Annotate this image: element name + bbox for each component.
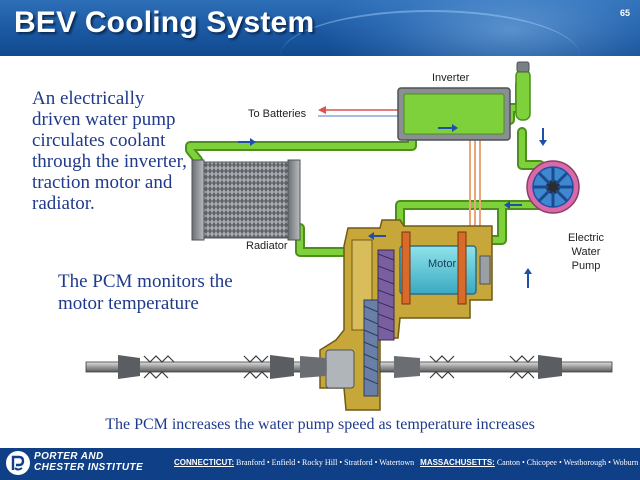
to-batteries-label: To Batteries xyxy=(248,108,307,120)
institute-logo-icon xyxy=(6,451,30,475)
slide-number: 65 xyxy=(619,8,630,18)
flow-arrow-pump-out xyxy=(504,201,522,209)
pcm-speed-text: The PCM increases the water pump speed a… xyxy=(105,416,535,433)
motor-label: Motor xyxy=(428,258,457,270)
inverter-label: Inverter xyxy=(432,72,470,84)
institute-name-line2: CHESTER INSTITUTE xyxy=(34,462,144,473)
campus-locations: CONNECTICUT: Branford • Enfield • Rocky … xyxy=(174,458,638,467)
flow-arrows xyxy=(238,124,547,288)
flow-arrow-motor-up xyxy=(524,268,532,288)
drive-shafts xyxy=(85,355,613,379)
radiator-label: Radiator xyxy=(246,240,288,252)
institute-name: PORTER AND CHESTER INSTITUTE xyxy=(34,451,164,473)
inverter-motor-cables xyxy=(469,140,481,226)
cooling-system-diagram xyxy=(85,61,613,411)
expansion-tank xyxy=(515,61,531,121)
flow-arrow-top-pipe xyxy=(238,138,256,146)
description-text: An electrically driven water pump circul… xyxy=(32,88,187,214)
footer-bar: PORTER AND CHESTER INSTITUTE CONNECTICUT… xyxy=(0,448,640,480)
ct-label: CONNECTICUT: xyxy=(174,458,234,467)
flow-arrow-tank-down xyxy=(539,128,547,146)
ma-locations: Canton • Chicopee • Westborough • Woburn xyxy=(496,458,639,467)
ct-locations: Branford • Enfield • Rocky Hill • Stratf… xyxy=(236,458,415,467)
title-bar: BEV Cooling System 65 xyxy=(0,0,640,56)
to-batteries-lines xyxy=(318,106,398,117)
electric-water-pump-label: Electric Water Pump xyxy=(567,232,605,272)
gear-set xyxy=(325,249,395,397)
flow-arrow-inverter xyxy=(438,124,458,132)
slide-title: BEV Cooling System xyxy=(14,6,315,39)
flow-arrow-motor-top xyxy=(368,232,386,240)
pcm-monitor-text: The PCM monitors the motor temperature xyxy=(58,271,233,314)
inverter xyxy=(397,87,511,141)
header-swoosh-line xyxy=(280,10,580,56)
electric-water-pump xyxy=(526,160,580,214)
motor xyxy=(399,231,491,305)
ma-label: MASSACHUSETTS: xyxy=(420,458,495,467)
institute-name-line1: PORTER AND xyxy=(34,451,104,462)
radiator xyxy=(191,159,301,241)
